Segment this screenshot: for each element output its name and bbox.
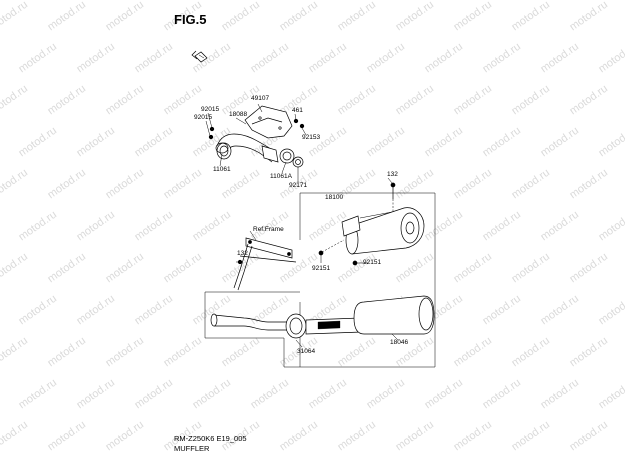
part-label-461: 461 [292, 107, 303, 114]
bolt-132-top [390, 182, 396, 217]
silencer-upper [341, 207, 425, 255]
part-label-92151-right: 92151 [363, 259, 382, 266]
muffler-assembly-box [204, 192, 436, 368]
small-bolts [208, 118, 305, 140]
part-label-92151-left: 92151 [312, 265, 331, 272]
part-label-132-top: 132 [387, 171, 398, 178]
part-label-92015: 92015 [201, 106, 220, 113]
header-pipe [216, 133, 279, 163]
leader-lines-top [205, 103, 307, 183]
part-label-92153: 92153 [302, 134, 321, 141]
part-label-11061a: 11061A [270, 173, 292, 180]
leader-lines-lower [295, 177, 399, 348]
silencer-lower [353, 295, 435, 335]
part-label-11061: 11061 [213, 166, 231, 173]
gasket-11061a [279, 148, 304, 168]
diagram-name: MUFFLER [174, 444, 210, 453]
part-label-31064: 31064 [297, 348, 316, 355]
mid-pipe [210, 313, 363, 339]
figure-title: FIG.5 [174, 12, 207, 27]
part-label-132-bracket: 132 [237, 250, 248, 257]
diagram-code: RM-Z250K6 E19_005 [174, 434, 247, 443]
part-label-18088: 18088 [229, 111, 248, 118]
part-label-18100: 18100 [325, 194, 344, 201]
part-label-18046: 18046 [390, 339, 409, 346]
part-label-49107: 49107 [251, 95, 270, 102]
ref-frame-label: Ref.Frame [253, 226, 284, 233]
frame-bracket [233, 230, 297, 291]
gasket-11061 [215, 142, 229, 154]
bolt-92151-upper [318, 239, 368, 266]
part-label-92015-b: 92015 [194, 114, 213, 121]
heat-shield [244, 105, 293, 139]
front-arrow-icon [191, 50, 208, 63]
part-label-92171: 92171 [289, 182, 308, 189]
